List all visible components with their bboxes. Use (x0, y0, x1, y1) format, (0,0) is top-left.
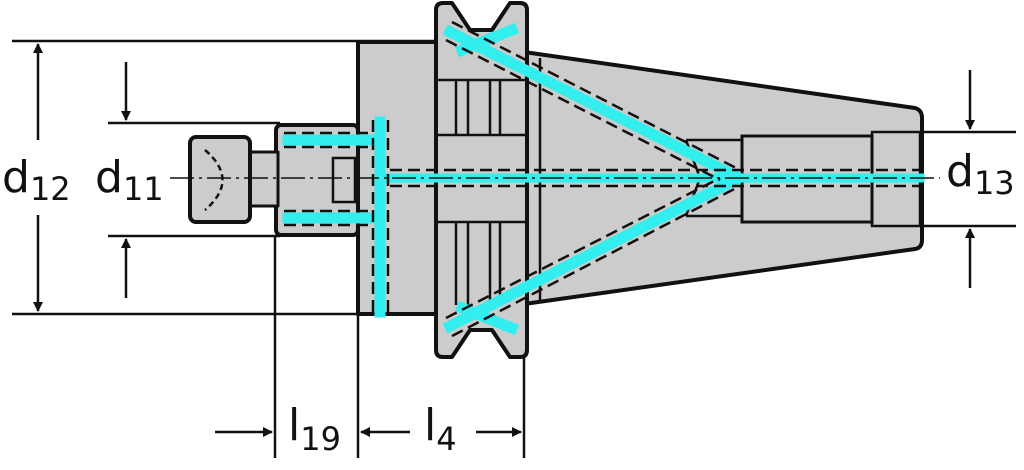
dimension-label-l4: l4 (424, 400, 457, 458)
dimension-arrows (33, 43, 975, 437)
dimension-label-l19: l19 (288, 400, 341, 458)
dimension-label-d13: d13 (946, 146, 1015, 202)
dimension-label-d12: d12 (2, 152, 71, 208)
dimension-label-d11: d11 (95, 152, 164, 208)
screw-head (188, 135, 252, 224)
internal-lines (204, 58, 922, 305)
screw-neck (246, 150, 280, 208)
